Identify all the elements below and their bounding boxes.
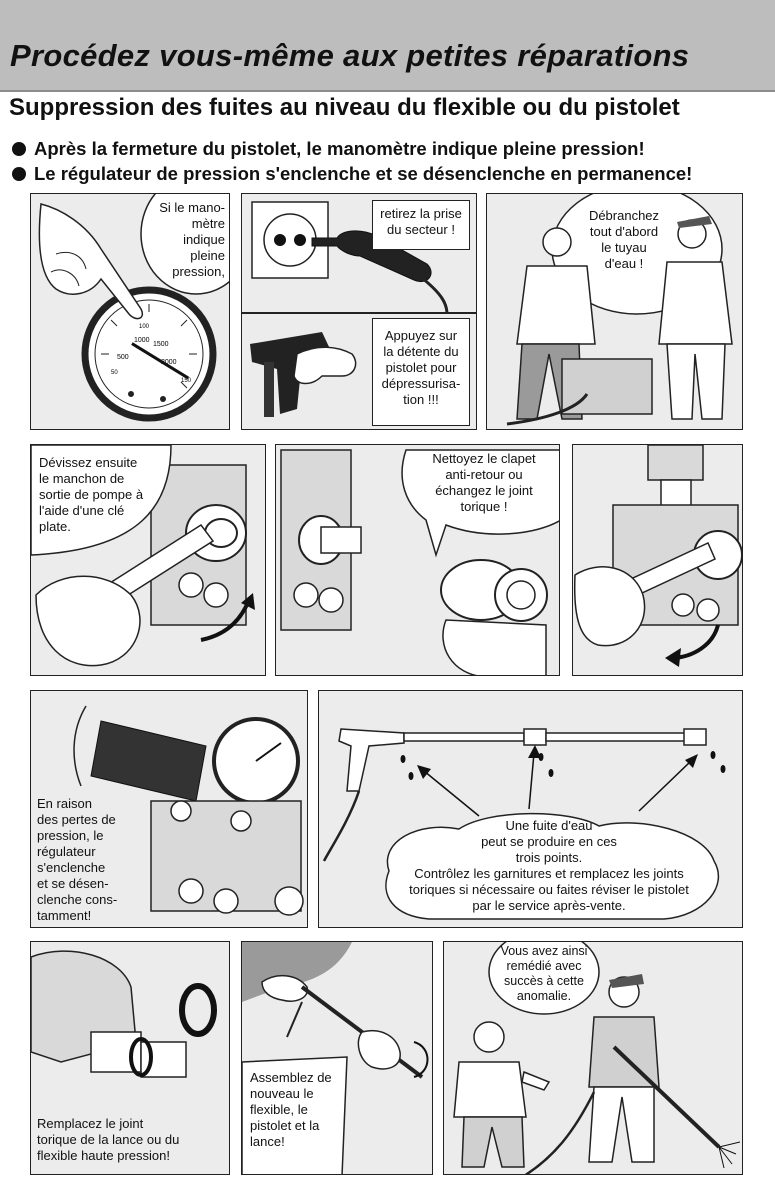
bullet-icon bbox=[12, 142, 26, 156]
arrow-coupling bbox=[528, 752, 535, 810]
regulator-illustration bbox=[73, 705, 304, 916]
gauge-label-500: 500 bbox=[117, 354, 129, 361]
gauge-label-1000: 1000 bbox=[134, 337, 150, 344]
panel-gauge: 1000 1500 2000 500 100 50 150 Si le mano… bbox=[30, 193, 230, 430]
page-subtitle: Suppression des fuites au niveau du flex… bbox=[9, 94, 680, 121]
arrow-nozzle bbox=[638, 760, 692, 812]
man-left-body bbox=[453, 1061, 527, 1118]
gauge-label-150: 150 bbox=[181, 378, 192, 384]
water-spray-icon bbox=[718, 1141, 741, 1169]
gauge-label-50: 50 bbox=[111, 370, 118, 376]
symptom-1: Après la fermeture du pistolet, le manom… bbox=[12, 138, 645, 160]
pressure-gauge-base-icon bbox=[647, 445, 704, 481]
gauge-illustration: 1000 1500 2000 500 100 50 150 bbox=[38, 194, 229, 422]
lance-tube-left bbox=[403, 732, 525, 742]
oring-illustration bbox=[31, 950, 217, 1078]
hand-right-icon bbox=[357, 1030, 401, 1070]
plug-illustration bbox=[251, 201, 449, 312]
rotate-arrow-icon bbox=[413, 1041, 429, 1078]
lance-tube-right bbox=[545, 732, 687, 742]
assemble-illustration bbox=[242, 942, 429, 1174]
symptom-2: Le régulateur de pression s'enclenche et… bbox=[12, 163, 692, 185]
man-left-head bbox=[542, 227, 572, 257]
gauge-label-2000: 2000 bbox=[161, 359, 177, 366]
gauge-needle bbox=[131, 342, 190, 380]
done-illustration bbox=[453, 942, 741, 1174]
panel-screw-back bbox=[572, 444, 743, 676]
man-right-body bbox=[658, 261, 733, 345]
oring-icon bbox=[179, 983, 217, 1037]
lance-nozzle-icon bbox=[683, 728, 707, 746]
bullet-icon bbox=[12, 167, 26, 181]
valve-illustration bbox=[280, 449, 559, 675]
hose-illustration bbox=[506, 194, 733, 426]
pointing-hand-icon bbox=[38, 203, 143, 320]
leak-illustration bbox=[322, 728, 726, 920]
arrow-gun-joint bbox=[423, 770, 480, 817]
water-drop-icons bbox=[400, 751, 726, 780]
spray-gun-icon bbox=[338, 728, 405, 792]
hand-icon bbox=[442, 619, 547, 675]
gauge-label-100: 100 bbox=[139, 324, 150, 330]
screw-back-illustration bbox=[573, 445, 742, 667]
header-band bbox=[0, 0, 775, 92]
gauge-label-1500: 1500 bbox=[153, 341, 169, 348]
hand-icon bbox=[293, 346, 357, 385]
regulator-knob-icon bbox=[90, 720, 207, 802]
lance-coupling-icon bbox=[523, 728, 547, 746]
spray-lance-icon bbox=[612, 1045, 721, 1149]
unscrew-illustration bbox=[31, 445, 255, 667]
hand-left-icon bbox=[261, 975, 309, 1002]
pump-unit-icon bbox=[561, 358, 653, 415]
check-valve-spring-icon bbox=[320, 526, 362, 554]
plug-icon bbox=[311, 230, 432, 282]
man-left-body bbox=[516, 265, 596, 345]
man-left-head bbox=[473, 1021, 505, 1053]
trigger-illustration bbox=[250, 332, 357, 417]
page-title: Procédez vous-même aux petites réparatio… bbox=[10, 38, 690, 73]
man-right-body bbox=[588, 1016, 660, 1088]
hand-icon bbox=[573, 566, 646, 647]
hand-icon bbox=[35, 575, 141, 667]
